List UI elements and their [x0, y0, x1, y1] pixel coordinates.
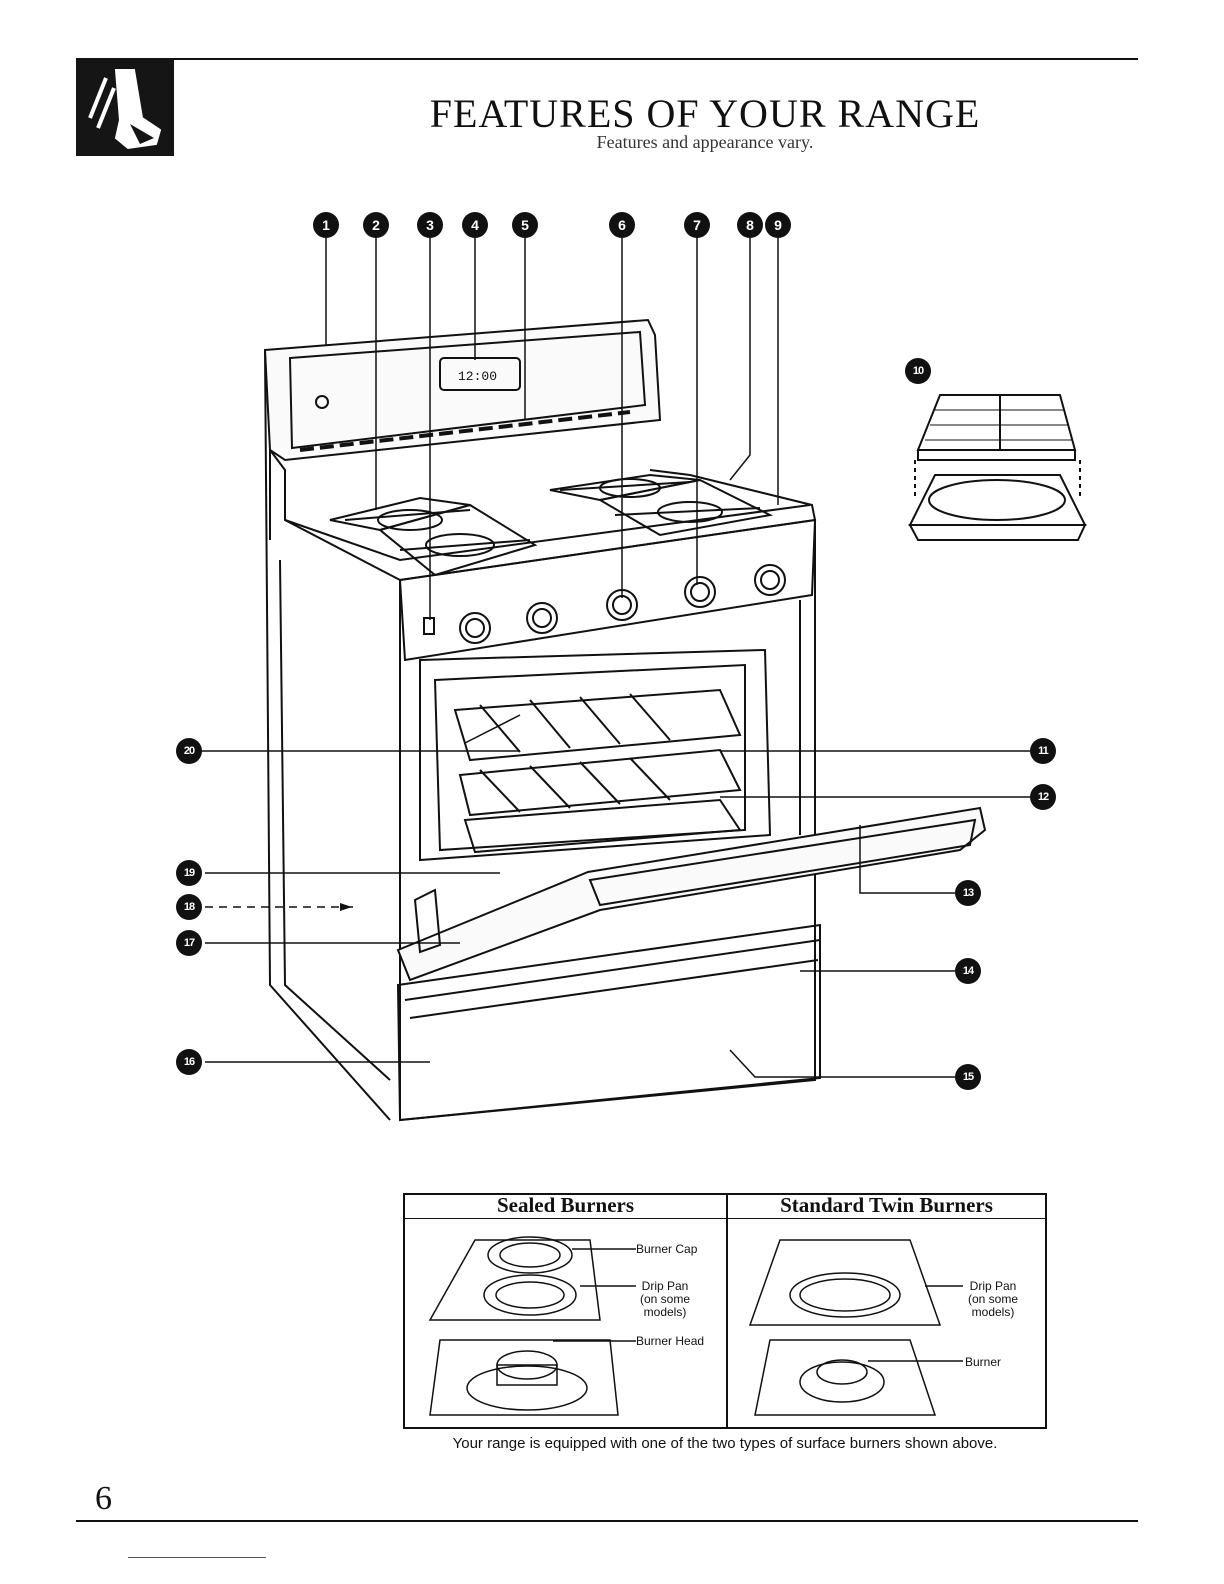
- burner-label: Burner: [965, 1355, 1002, 1369]
- burner-head-label: Burner Head: [636, 1334, 705, 1348]
- header-rule: [76, 58, 1138, 60]
- callout-7: 7: [684, 212, 710, 238]
- callout-14: 14: [955, 958, 981, 984]
- callout-12: 12: [1030, 784, 1056, 810]
- callout-6: 6: [609, 212, 635, 238]
- burner-types-table: [403, 1193, 1047, 1429]
- callout-11: 11: [1030, 738, 1056, 764]
- callout-19: 19: [176, 860, 202, 886]
- clock-display: 12:00: [458, 369, 497, 384]
- callout-20: 20: [176, 738, 202, 764]
- table-column-divider: [726, 1193, 728, 1429]
- pointing-hand-icon: [76, 58, 174, 156]
- callout-2: 2: [363, 212, 389, 238]
- sealed-burners-title: Sealed Burners: [496, 1193, 635, 1217]
- sealed-drip-pan-label: Drip Pan (on some models): [639, 1279, 691, 1319]
- callout-16: 16: [176, 1049, 202, 1075]
- page-title: FEATURES OF YOUR RANGE: [429, 91, 981, 136]
- callout-17: 17: [176, 930, 202, 956]
- twin-drip-pan-label: Drip Pan (on some models): [967, 1279, 1019, 1319]
- burner-caption: Your range is equipped with one of the t…: [452, 1435, 998, 1452]
- burner-cap-label: Burner Cap: [636, 1242, 698, 1256]
- callout-10: 10: [905, 358, 931, 384]
- callout-1: 1: [313, 212, 339, 238]
- callout-13: 13: [955, 880, 981, 906]
- callout-3: 3: [417, 212, 443, 238]
- callout-15: 15: [955, 1064, 981, 1090]
- page-subtitle: Features and appearance vary.: [596, 132, 814, 152]
- callout-5: 5: [512, 212, 538, 238]
- table-header-rule: [405, 1218, 1045, 1219]
- page-number: 6: [95, 1480, 112, 1517]
- callout-8: 8: [737, 212, 763, 238]
- callout-4: 4: [462, 212, 488, 238]
- twin-burners-title: Standard Twin Burners: [780, 1193, 993, 1217]
- callout-18: 18: [176, 894, 202, 920]
- footer-link-underline[interactable]: [128, 1557, 266, 1558]
- callout-9: 9: [765, 212, 791, 238]
- footer-rule: [76, 1520, 1138, 1522]
